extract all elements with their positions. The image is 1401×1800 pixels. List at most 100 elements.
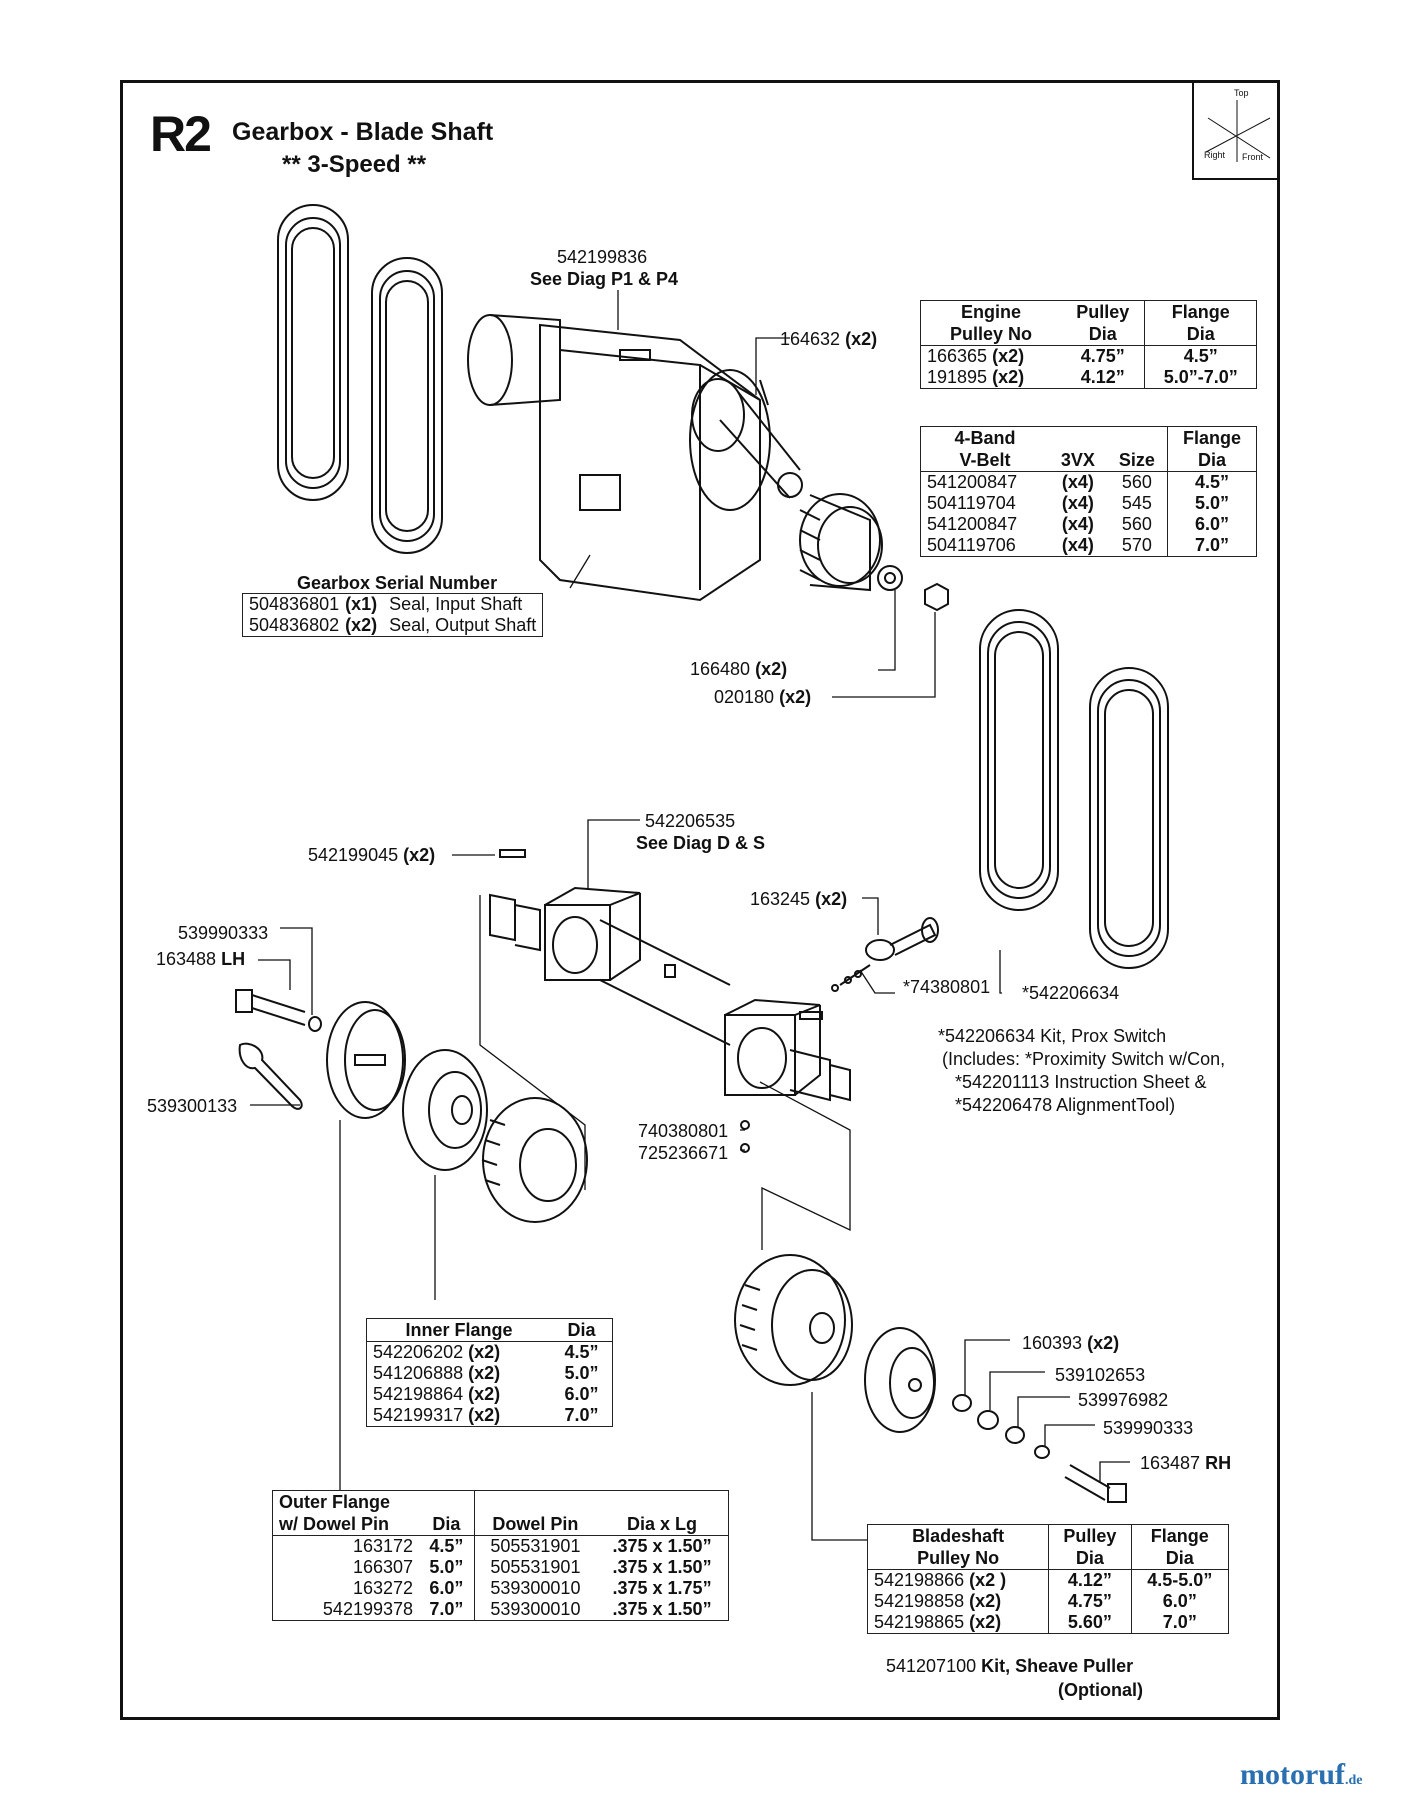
outer-flange-dia: 5.0”	[429, 1557, 464, 1577]
prox-kit-part: *542206634	[1022, 983, 1120, 1003]
engine-pulley-dia: 4.12”	[1080, 367, 1125, 387]
lock-washer-icon	[308, 1016, 322, 1032]
gearbox-see-diagram: See Diag P1 & P4	[530, 269, 679, 289]
vbelt-part: 504119706	[927, 535, 1016, 555]
sheave-puller-line: 541207100 Kit, Sheave Puller	[886, 1655, 1133, 1677]
orientation-compass: Top Right Front	[1192, 82, 1280, 180]
washer-icon	[1005, 1426, 1025, 1444]
outer-flange-icon	[864, 1327, 936, 1433]
vbelt-size: 545	[1121, 493, 1152, 513]
key-shaft-part: 542199045	[308, 845, 399, 865]
sheave-puller-optional: (Optional)	[1058, 1680, 1143, 1700]
engine-pulley-flange: 5.0”-7.0”	[1144, 367, 1256, 388]
outer-flange-dia: 7.0”	[429, 1599, 464, 1619]
gearbox-serial-label: Gearbox Serial Number	[297, 573, 498, 593]
seal-desc: Seal, Output Shaft	[389, 615, 537, 635]
outer-flange-table: Outer Flange w/ Dowel Pin Dia Dowel Pin …	[272, 1490, 729, 1621]
blade-pulley-icon	[481, 1097, 588, 1223]
engine-pulley-part: 191895	[927, 367, 988, 387]
bolt-rh-callout: 163487 RH	[1140, 1452, 1231, 1474]
inner-flange-header: Inner Flange	[367, 1319, 552, 1342]
grease-fitting-icon	[740, 1120, 750, 1130]
washer-icon	[877, 565, 903, 591]
bladeshaft-flange: 7.0”	[1130, 1612, 1228, 1633]
bladeshaft-qty: (x2 )	[969, 1570, 1007, 1590]
engine-pulley-header: Pulley	[1076, 302, 1130, 322]
key-top-qty: (x2)	[845, 329, 878, 349]
bladeshaft-header: Pulley	[1048, 1525, 1132, 1547]
v-belt-icon	[1089, 667, 1169, 969]
seal-table: 504836801 (x1) Seal, Input Shaft 5048368…	[242, 593, 544, 637]
table-row: 541200847 (x4) 560 4.5”	[921, 471, 1256, 493]
key-shaft-qty: (x2)	[403, 845, 436, 865]
vbelt-flange: 6.0”	[1167, 514, 1256, 535]
bolt-icon	[235, 989, 306, 1026]
lock-washer-lh-part: 539990333	[178, 923, 269, 943]
inner-flange-part: 542199317	[373, 1405, 464, 1425]
engine-pulley-table: Engine Pulley Flange Pulley No Dia Dia 1…	[920, 300, 1257, 389]
washer-part: 166480	[690, 659, 751, 679]
dowel-pin-part: 505531901	[473, 1535, 597, 1557]
diagram-title: Gearbox - Blade Shaft	[232, 118, 494, 146]
engine-pulley-header: Dia	[1060, 323, 1145, 346]
compass-front-label: Front	[1242, 152, 1264, 162]
vbelt-table: 4-Band Flange V-Belt 3VX Size Dia 541200…	[920, 426, 1257, 557]
bladeshaft-dia: 4.12”	[1048, 1569, 1132, 1591]
bolt-lh-callout: 163488 LH	[156, 948, 245, 970]
washer-qty: (x2)	[755, 659, 788, 679]
grease-fitting-1-part: 740380801	[638, 1121, 729, 1141]
table-row: 541200847 (x4) 560 6.0”	[921, 514, 1256, 535]
sheave-puller-label: Kit, Sheave Puller	[981, 1656, 1134, 1676]
compass-right-label: Right	[1204, 150, 1226, 160]
inner-flange-dia: 6.0”	[564, 1384, 599, 1404]
spacer-rh-part: 160393	[1022, 1333, 1083, 1353]
table-row: 542198866 (x2 ) 4.12” 4.5-5.0”	[868, 1569, 1228, 1591]
v-belt-icon	[979, 609, 1059, 911]
seal-qty: (x2)	[345, 615, 378, 635]
key-icon	[799, 1011, 823, 1020]
prox-qty: (x2)	[815, 889, 848, 909]
kit-note-line1: *542206634 Kit, Prox Switch	[938, 1026, 1167, 1046]
kit-note-line3: *542201113 Instruction Sheet &	[955, 1072, 1207, 1092]
outer-flange-header: Outer Flange	[279, 1492, 391, 1512]
engine-pulley-flange: 4.5”	[1144, 345, 1256, 367]
seal-desc: Seal, Input Shaft	[389, 594, 523, 614]
bladeshaft-header: Pulley No	[868, 1547, 1049, 1570]
watermark-logo: motoruf.de	[1240, 1758, 1362, 1792]
bolt-lh-part: 163488	[156, 949, 217, 969]
vbelt-size: 570	[1121, 535, 1152, 555]
watermark-tld: .de	[1344, 1773, 1363, 1788]
engine-pulley-qty: (x2)	[992, 346, 1025, 366]
vbelt-flange: 4.5”	[1167, 471, 1256, 493]
bolt-icon	[1064, 1464, 1127, 1503]
engine-pulley-header: Dia	[1144, 323, 1256, 346]
table-row: 541206888 (x2) 5.0”	[367, 1363, 612, 1384]
prox-part: 163245	[750, 889, 811, 909]
inner-flange-header: Dia	[551, 1319, 612, 1342]
table-row: 191895 (x2) 4.12” 5.0”-7.0”	[921, 367, 1256, 388]
engine-pulley-header: Pulley No	[921, 323, 1061, 346]
compass-top-label: Top	[1234, 88, 1249, 98]
v-belt-icon	[371, 257, 443, 554]
wrench-icon	[238, 1042, 303, 1110]
vbelt-flange: 7.0”	[1167, 535, 1256, 556]
outer-flange-part: 163272	[352, 1578, 414, 1598]
engine-pulley-header: Engine	[960, 302, 1021, 322]
inner-flange-dia: 5.0”	[564, 1363, 599, 1383]
dowel-pin-size: .375 x 1.50”	[612, 1557, 712, 1577]
washer-icon	[977, 1410, 999, 1430]
bladeshaft-qty: (x2)	[969, 1591, 1002, 1611]
vbelt-header: 4-Band	[954, 428, 1016, 448]
bladeshaft-pulley-icon	[734, 1254, 853, 1386]
shaft-see-diagram: See Diag D & S	[636, 833, 766, 853]
table-row: 166307 5.0” 505531901 .375 x 1.50”	[273, 1557, 728, 1578]
inner-flange-qty: (x2)	[468, 1342, 501, 1362]
inner-flange-icon	[402, 1049, 488, 1171]
vbelt-flange: 5.0”	[1167, 493, 1256, 514]
vbelt-header: Size	[1106, 449, 1168, 472]
outer-flange-header: Dia	[419, 1513, 475, 1536]
inner-flange-part: 542206202	[373, 1342, 464, 1362]
outer-flange-dia: 6.0”	[429, 1578, 464, 1598]
bolt-rh-suffix: RH	[1205, 1453, 1232, 1473]
inner-flange-part: 541206888	[373, 1363, 464, 1383]
